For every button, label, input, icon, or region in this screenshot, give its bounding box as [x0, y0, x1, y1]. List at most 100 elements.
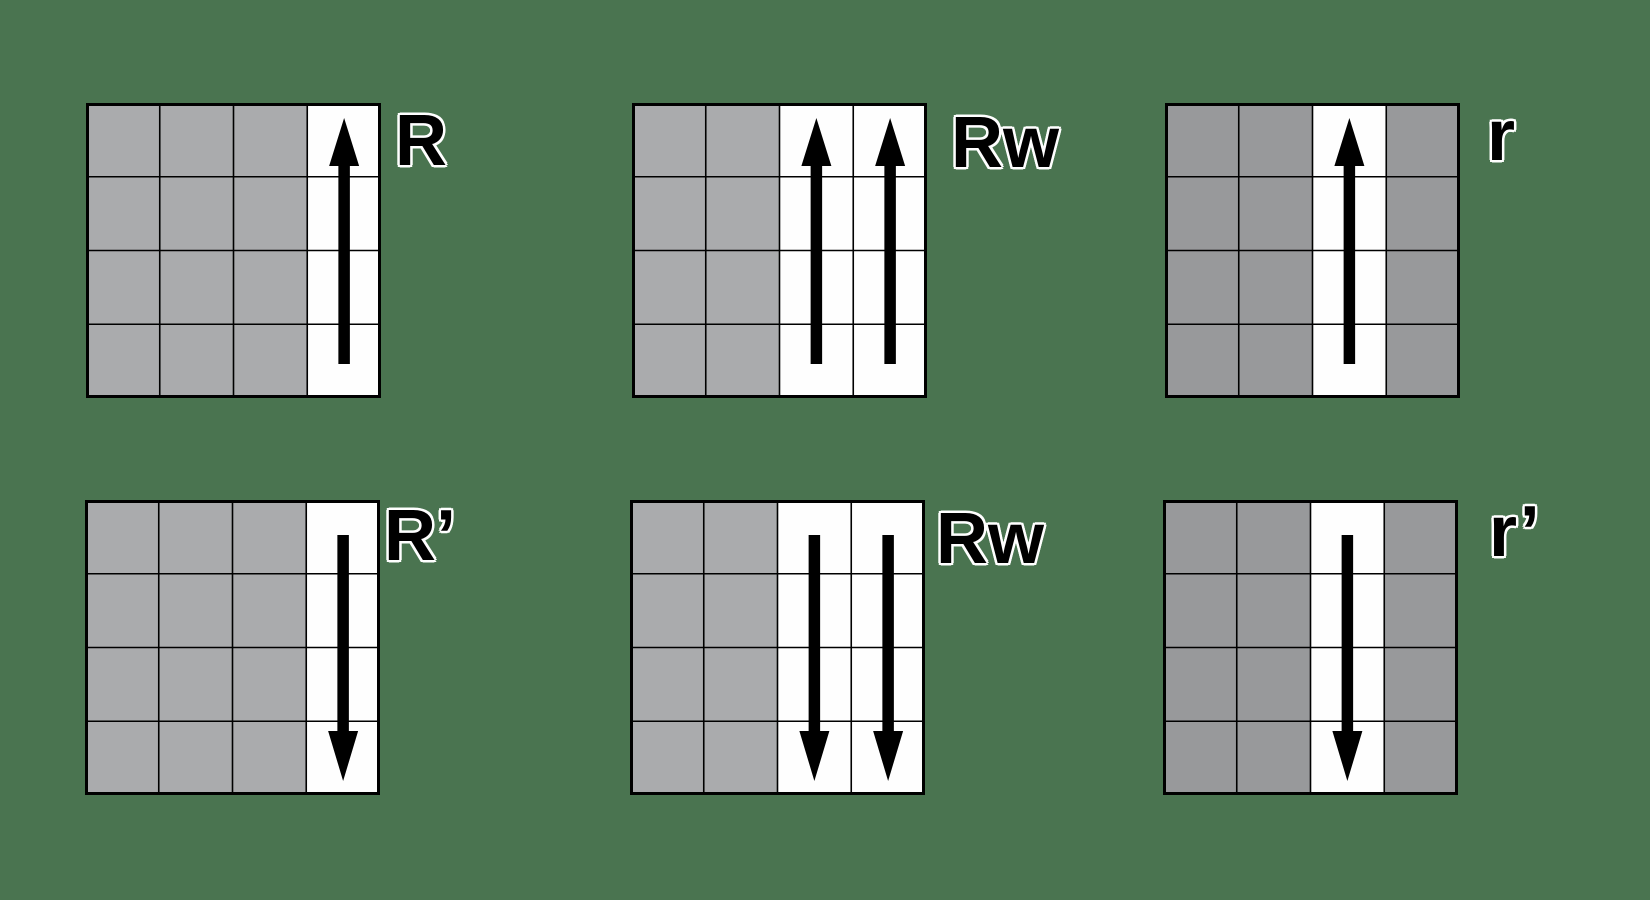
move-diagram-r-prime	[1163, 500, 1458, 795]
face-cell	[85, 721, 159, 795]
face-cell	[1165, 250, 1239, 325]
face-cell	[85, 647, 159, 722]
face-cell	[630, 721, 704, 795]
face-cell	[1384, 500, 1458, 574]
face-cell	[159, 250, 234, 325]
face-cell	[232, 647, 307, 722]
face-cell	[86, 176, 160, 251]
down-arrow-icon	[1332, 535, 1363, 781]
down-arrow-icon	[328, 535, 359, 781]
face-cell	[1236, 573, 1311, 648]
face-cell	[632, 103, 706, 177]
face-cell	[232, 500, 307, 574]
face-cell	[632, 324, 706, 398]
face-cell	[632, 176, 706, 251]
up-arrow-icon	[875, 118, 906, 364]
face-cell	[232, 721, 307, 795]
face-cell	[1165, 324, 1239, 398]
face-cell	[232, 573, 307, 648]
face-cell	[1163, 647, 1237, 722]
face-cell	[85, 500, 159, 574]
face-cell	[632, 250, 706, 325]
face-cell	[159, 176, 234, 251]
face-cell	[233, 103, 308, 177]
face-cell	[1386, 324, 1460, 398]
face-cell	[1238, 176, 1313, 251]
grid-R	[86, 103, 381, 398]
move-label-R-prime: R’	[384, 496, 456, 576]
move-label-Rw-prime: Rw	[936, 499, 1044, 579]
face-cell	[159, 103, 234, 177]
face-cell	[703, 500, 778, 574]
face-cell	[705, 324, 780, 398]
face-cell	[1163, 573, 1237, 648]
grid-Rw-prime	[630, 500, 925, 795]
face-cell	[159, 324, 234, 398]
face-cell	[705, 176, 780, 251]
face-cell	[158, 721, 233, 795]
move-label-r-prime: r’	[1489, 492, 1540, 572]
move-diagram-Rw	[632, 103, 927, 398]
up-arrow-icon	[1334, 118, 1365, 364]
face-cell	[158, 500, 233, 574]
grid-Rw	[632, 103, 927, 398]
move-diagram-Rw-prime	[630, 500, 925, 795]
face-cell	[1163, 500, 1237, 574]
grid-lines	[85, 500, 380, 795]
grid-lines	[86, 103, 381, 398]
face-cell	[630, 647, 704, 722]
grid-border	[630, 500, 925, 795]
face-cell	[1384, 721, 1458, 795]
face-cell	[1236, 647, 1311, 722]
move-label-Rw: Rw	[951, 103, 1059, 183]
face-cell	[1236, 500, 1311, 574]
grid-r-prime	[1163, 500, 1458, 795]
move-diagram-R	[86, 103, 381, 398]
face-cell	[86, 103, 160, 177]
grid-R-prime	[85, 500, 380, 795]
face-cell	[1386, 250, 1460, 325]
face-cell	[705, 103, 780, 177]
grid-border	[1165, 103, 1460, 398]
down-arrow-icon	[873, 535, 904, 781]
grid-lines	[632, 103, 927, 398]
grid-border	[1163, 500, 1458, 795]
face-cell	[703, 647, 778, 722]
face-cell	[1386, 176, 1460, 251]
face-cell	[1238, 103, 1313, 177]
move-diagram-R-prime	[85, 500, 380, 795]
grid-border	[632, 103, 927, 398]
face-cell	[1236, 721, 1311, 795]
face-cell	[703, 573, 778, 648]
grid-border	[85, 500, 380, 795]
grid-r	[1165, 103, 1460, 398]
face-cell	[1384, 573, 1458, 648]
grid-lines	[1165, 103, 1460, 398]
face-cell	[1163, 721, 1237, 795]
face-cell	[233, 324, 308, 398]
face-cell	[1165, 103, 1239, 177]
move-diagram-r	[1165, 103, 1460, 398]
face-cell	[158, 647, 233, 722]
face-cell	[1386, 103, 1460, 177]
face-cell	[703, 721, 778, 795]
face-cell	[630, 500, 704, 574]
face-cell	[233, 176, 308, 251]
down-arrow-icon	[799, 535, 830, 781]
up-arrow-icon	[329, 118, 360, 364]
face-cell	[85, 573, 159, 648]
move-label-R: R	[395, 101, 447, 181]
grid-lines	[1163, 500, 1458, 795]
face-cell	[86, 324, 160, 398]
face-cell	[705, 250, 780, 325]
face-cell	[233, 250, 308, 325]
face-cell	[1384, 647, 1458, 722]
face-cell	[1165, 176, 1239, 251]
face-cell	[1238, 250, 1313, 325]
move-label-r: r	[1487, 96, 1516, 176]
face-cell	[158, 573, 233, 648]
face-cell	[630, 573, 704, 648]
up-arrow-icon	[801, 118, 832, 364]
grid-border	[86, 103, 381, 398]
